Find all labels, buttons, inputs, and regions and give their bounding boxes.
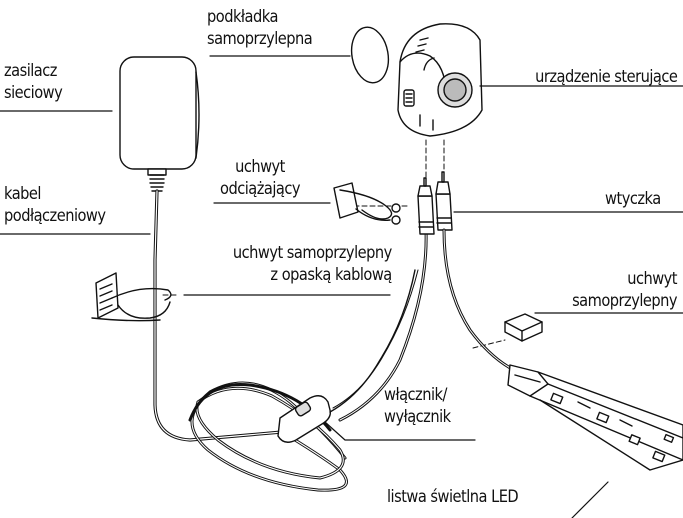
label-switch: włącznik/ wyłącznik (384, 384, 451, 428)
adhesive-holder-illustration (505, 314, 542, 341)
plug-illustration (418, 172, 452, 234)
control-device-illustration (398, 24, 482, 136)
adhesive-pad-illustration (347, 24, 392, 85)
label-connection-cable: kabel podłączeniowy (4, 183, 106, 227)
power-supply-illustration (120, 57, 199, 191)
label-control-device: urządzenie sterujące (535, 66, 677, 88)
label-adhesive-holder: uchwyt samoprzylepny (572, 268, 677, 312)
strain-relief-illustration (334, 183, 400, 224)
label-led-strip: listwa świetlna LED (387, 486, 518, 508)
label-strain-relief: uchwyt odciążający (200, 156, 320, 200)
strip-cable (444, 230, 518, 372)
label-power-supply: zasilacz sieciowy (4, 60, 62, 104)
led-strip-illustration (508, 365, 683, 470)
label-adhesive-pad: podkładka samoprzylepna (207, 6, 312, 50)
connection-cable (155, 191, 282, 440)
label-plug: wtyczka (605, 188, 661, 210)
cable-tie-holder-illustration (92, 273, 171, 321)
label-adhesive-holder-tie: uchwyt samoprzylepny z opaską kablową (233, 242, 392, 286)
